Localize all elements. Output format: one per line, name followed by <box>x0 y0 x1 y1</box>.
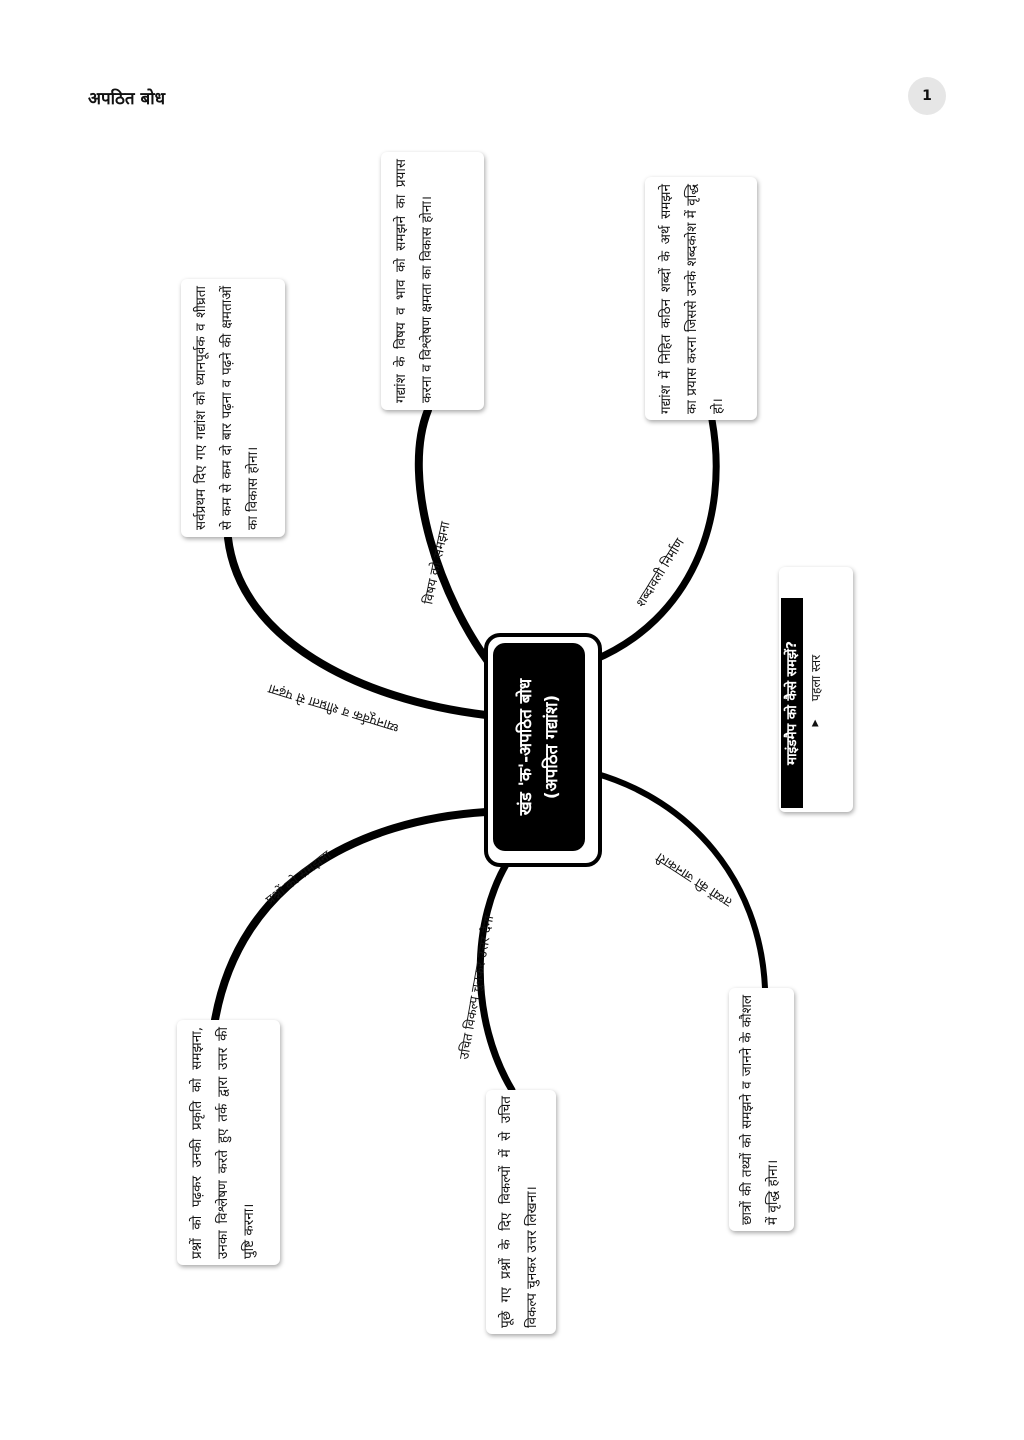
legend-bullet-icon: ▶ <box>810 719 821 727</box>
branch-line-questions <box>211 808 490 1024</box>
branch-label-vocabulary: शब्दावली निर्माण <box>633 535 688 610</box>
branch-line-options <box>476 854 516 1094</box>
note-text-vocabulary: गद्यांश में निहित कठिन शब्दों के अर्थ सम… <box>658 184 726 414</box>
branch-line-understanding-subject <box>414 406 497 672</box>
note-box-options: पूछे गए प्रश्नों के दिए विकल्पों में से … <box>486 1090 556 1334</box>
page-number-badge: 1 <box>908 77 946 115</box>
center-node-line-2: (अपठित गद्यांश) <box>542 694 562 800</box>
branch-line-careful-reading <box>224 534 490 719</box>
center-node: खंड 'क'-अपठित बोध (अपठित गद्यांश) <box>493 643 585 851</box>
note-box-understanding-subject: गद्यांश के विषय व भाव को समझने का प्रयास… <box>381 152 484 410</box>
branch-line-facts <box>591 770 768 991</box>
note-box-questions: प्रश्नों को पढ़कर उनकी प्रकृति को समझना,… <box>177 1020 280 1265</box>
center-node-title: खंड 'क'-अपठित बोध (अपठित गद्यांश) <box>513 647 565 847</box>
note-box-careful-reading: सर्वप्रथम दिए गए गद्यांश को ध्यानपूर्वक … <box>181 279 285 537</box>
legend-title-band: माइंडमैप को कैसे समझें? <box>781 598 803 808</box>
legend-level-label: पहला स्तर <box>808 654 823 702</box>
center-node-line-1: खंड 'क'-अपठित बोध <box>516 678 536 816</box>
legend-title: माइंडमैप को कैसे समझें? <box>784 641 800 765</box>
note-text-careful-reading: सर्वप्रथम दिए गए गद्यांश को ध्यानपूर्वक … <box>193 286 261 530</box>
note-text-questions: प्रश्नों को पढ़कर उनकी प्रकृति को समझना,… <box>189 1027 257 1259</box>
page-header-title: अपठित बोध <box>88 89 166 109</box>
note-box-vocabulary: गद्यांश में निहित कठिन शब्दों के अर्थ सम… <box>645 177 757 420</box>
branch-label-questions: प्रश्नों को समझना <box>263 847 335 908</box>
branch-line-vocabulary <box>590 416 720 664</box>
note-text-understanding-subject: गद्यांश के विषय व भाव को समझने का प्रयास… <box>393 159 435 403</box>
note-text-facts: छात्रों की तथ्यों को समझने व जानने के कौ… <box>739 995 781 1225</box>
note-text-options: पूछे गए प्रश्नों के दिए विकल्पों में से … <box>498 1096 540 1328</box>
note-box-facts: छात्रों की तथ्यों को समझने व जानने के कौ… <box>729 988 794 1231</box>
